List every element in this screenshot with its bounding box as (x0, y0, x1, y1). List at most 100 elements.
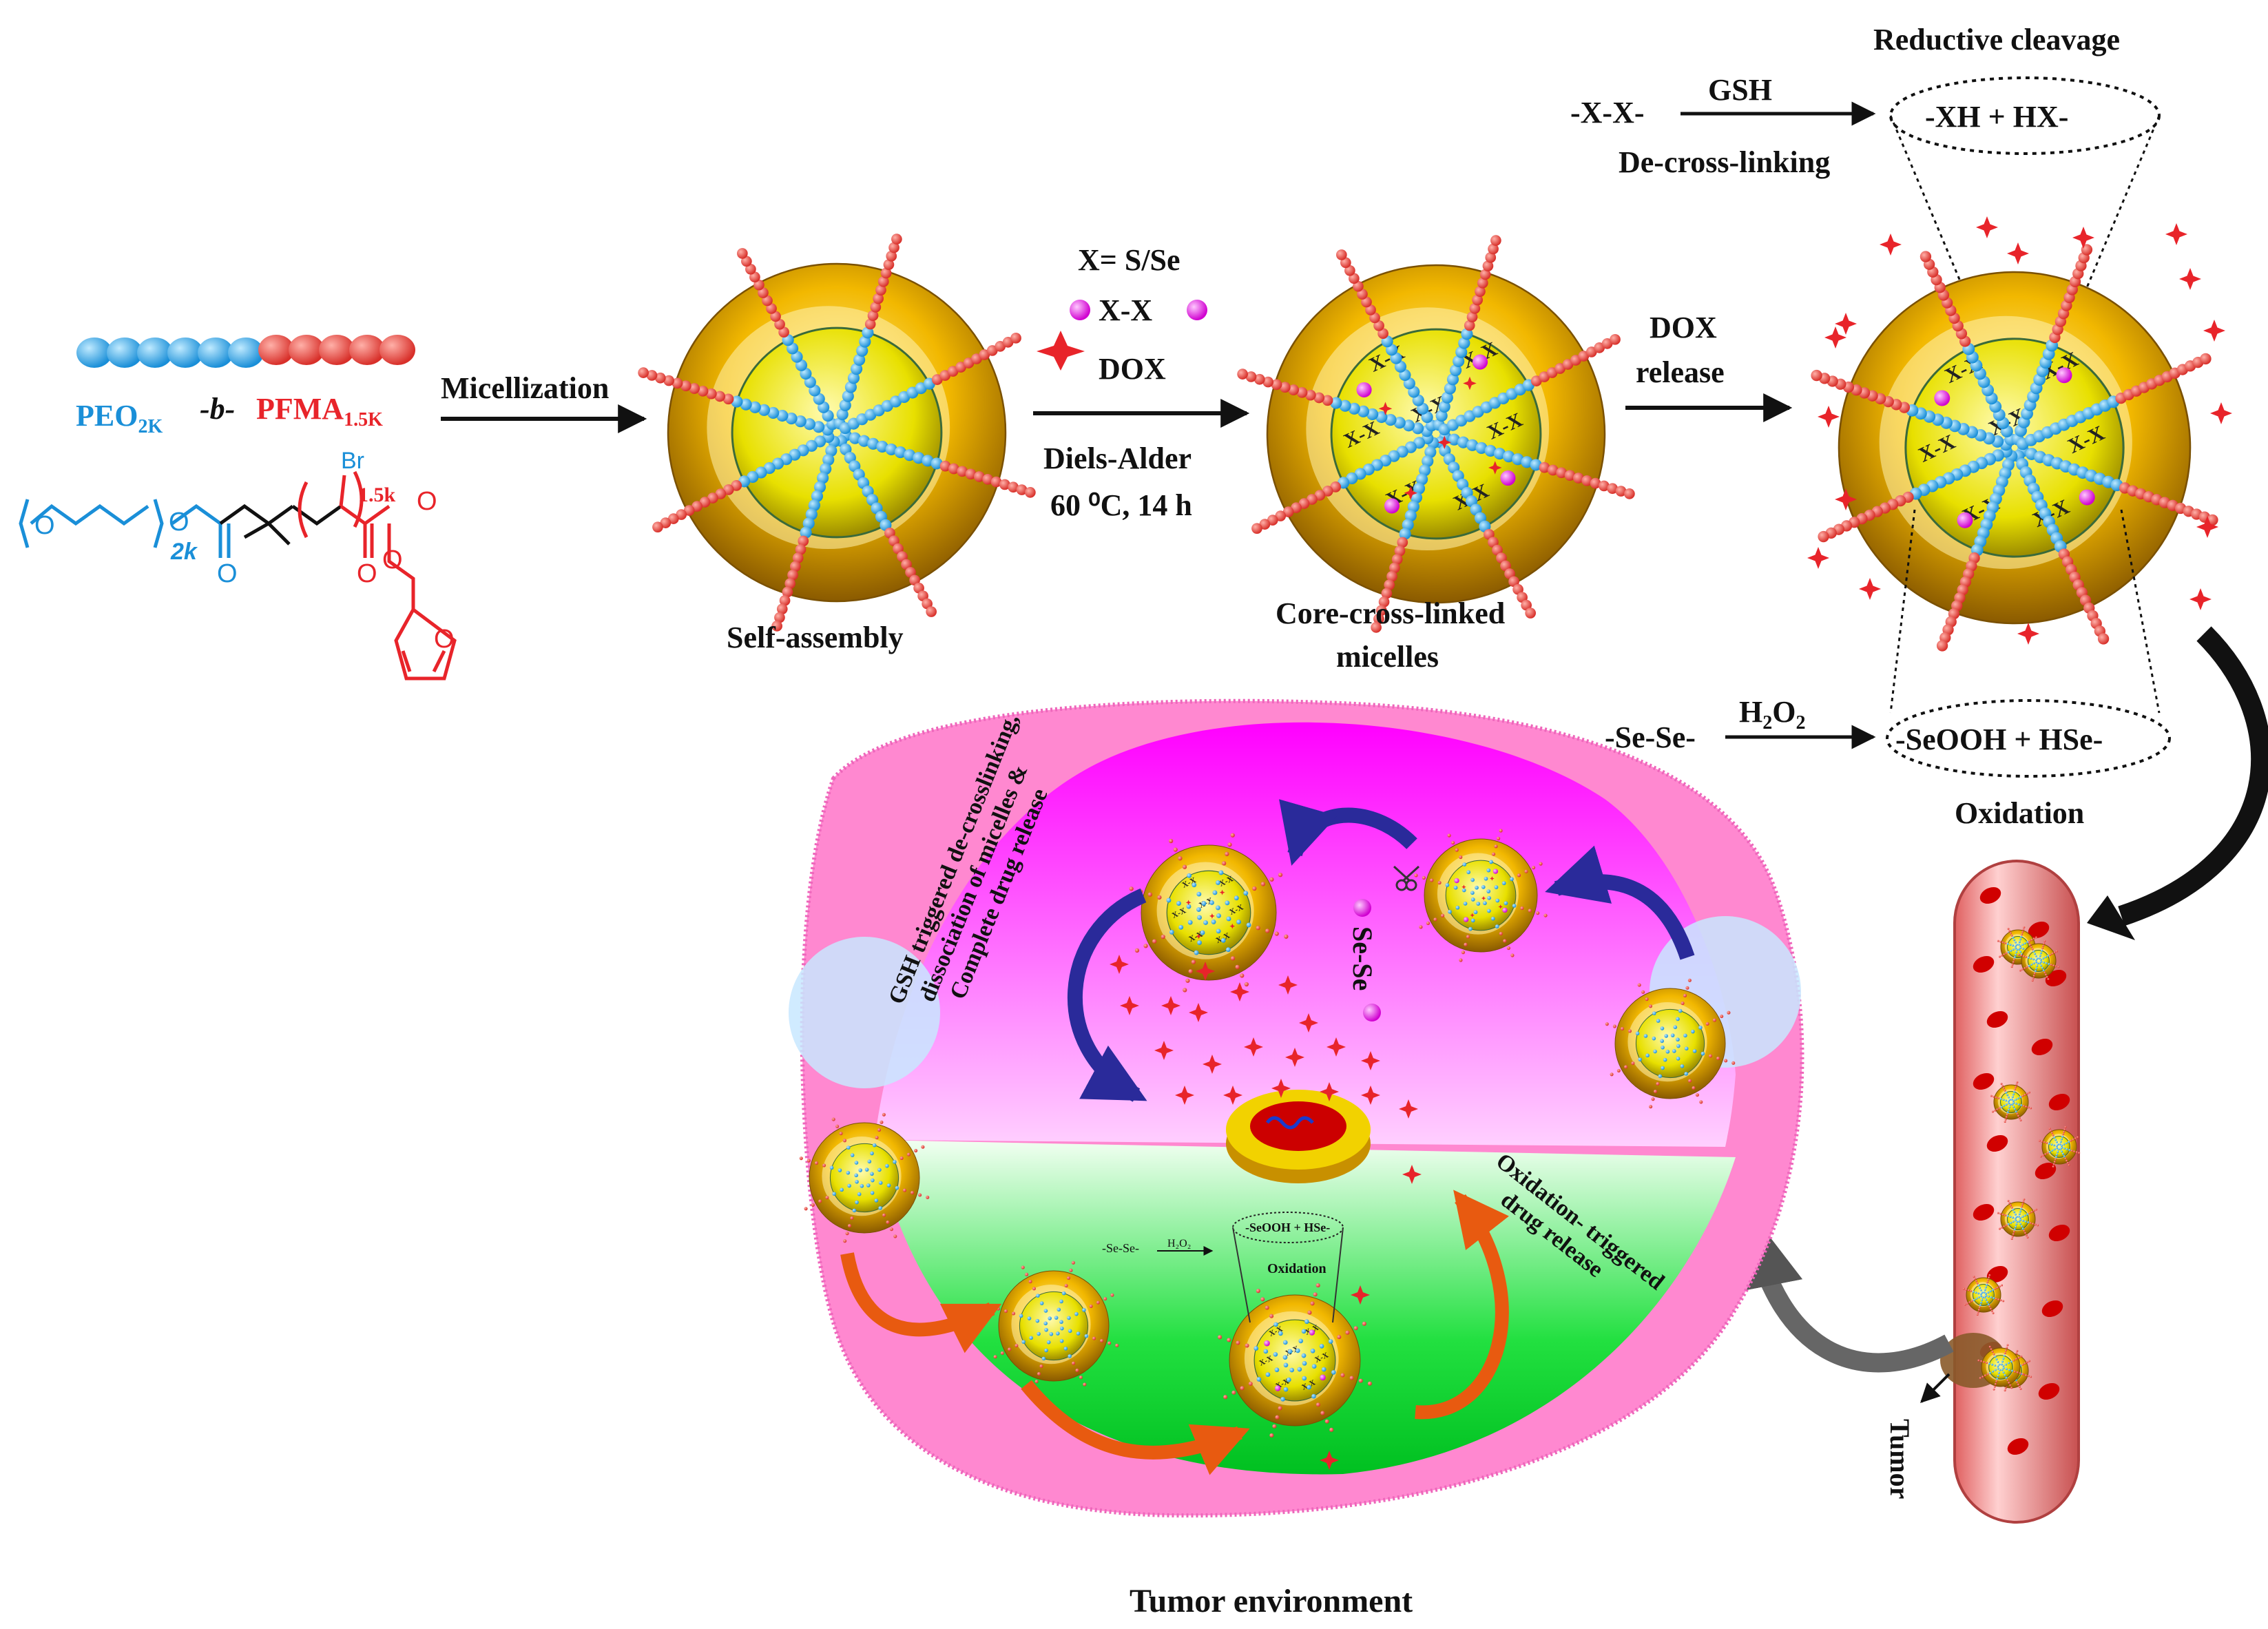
oxidation-reactant: -Se-Se- (1605, 720, 1696, 754)
dox-star-icon (1399, 1099, 1418, 1119)
dox-star-icon (1320, 1451, 1339, 1470)
peo-bead (167, 338, 203, 368)
transfer-arrow (1279, 799, 1417, 866)
dox-star-icon (1818, 406, 1840, 428)
red-blood-cell (1986, 1265, 2008, 1283)
dox-star-icon (1835, 313, 1857, 335)
red-blood-cell (1986, 1134, 2008, 1152)
pfma-bead (319, 335, 355, 365)
extravasation-arrow (1727, 1211, 1954, 1373)
core-cross-linked-micelle: X-XX-XX-XX-XX-XX-XX-X (1237, 235, 1635, 633)
dox-star-icon (2007, 242, 2029, 264)
peo-bead (198, 338, 233, 368)
release-arrow (1068, 888, 1147, 1102)
structure-2k: 2k (170, 539, 198, 565)
red-blood-cell (2031, 1038, 2053, 1056)
oxidation-title: Oxidation (1955, 796, 2084, 830)
dox-star-icon (1223, 1086, 1242, 1105)
dox-release-label-1: DOX (1650, 311, 1717, 344)
dox-release-label-2: release (1636, 355, 1725, 389)
oxidation-product: -SeOOH + HSe- (1895, 723, 2103, 756)
peo-bead (137, 338, 173, 368)
structure-o-2: O (169, 508, 189, 537)
red-blood-cell (1973, 1072, 1995, 1090)
reductive-cleavage-title: Reductive cleavage (1873, 23, 2120, 56)
red-blood-cell (2048, 1093, 2070, 1111)
dox-star-icon (1209, 913, 1215, 919)
dox-star-icon (1378, 402, 1393, 416)
cell-micelles: X-XX-XX-XX-XX-XX-XX-XX-XX-XX-XX-XX-XX-XX… (789, 829, 1801, 1438)
dox-star-icon (2196, 516, 2218, 538)
uptake-arrow-orange (840, 1252, 1002, 1353)
dox-star-icon (2165, 223, 2187, 245)
pfma-bead (379, 335, 415, 365)
dox-star-icon (1404, 486, 1418, 500)
red-blood-cell (1973, 1203, 1995, 1221)
dox-star-icon (2189, 588, 2212, 610)
de-cross-linking-label: De-cross-linking (1619, 145, 1830, 179)
scissors-icon (1393, 865, 1420, 891)
dox-star-icon (2072, 227, 2094, 249)
structure-o-4: O (417, 487, 437, 516)
dox-star-icon (1320, 1082, 1339, 1101)
dox-star-icon (1463, 376, 1477, 391)
red-blood-cell (2041, 1300, 2063, 1318)
self-assembly-label: Self-assembly (727, 621, 904, 654)
red-blood-cell (2007, 1438, 2029, 1455)
oxidation-product-ellipse (1886, 699, 2171, 778)
dox-star-icon (1299, 1013, 1318, 1033)
dox-star-icon (2203, 320, 2225, 342)
dox-star-icon (1402, 1165, 1422, 1184)
core-cross-linked-label: Core-cross-linked (1276, 596, 1505, 630)
tumor-label: Tumor (1884, 1419, 1915, 1499)
uptake-arrow (1545, 845, 1695, 960)
dox-star-icon (1807, 547, 1829, 569)
self-assembled-micelle (638, 234, 1036, 632)
diels-alder-label: Diels-Alder (1043, 442, 1192, 475)
transfer-arrow-orange (1021, 1380, 1250, 1475)
structure-br: Br (341, 448, 364, 474)
dox-star-icon (1859, 578, 1881, 600)
dox-star-icon (1196, 933, 1202, 940)
dox-star-icon (1361, 1086, 1380, 1105)
dox-star-icon (1203, 1055, 1222, 1074)
zoom-line (1232, 1227, 1251, 1323)
dox-star-icon (1880, 234, 1902, 256)
dox-star-icon (2179, 268, 2201, 290)
dox-star-icon (1361, 1051, 1380, 1070)
pink-dot-icon (1070, 300, 1090, 320)
conditions-label: 60 ⁰C, 14 h (1050, 488, 1192, 522)
reduction-reactant: -X-X- (1570, 96, 1645, 129)
red-blood-cell (1979, 886, 2001, 904)
structure-o-1: O (34, 511, 55, 540)
red-blood-cell (2028, 921, 2050, 939)
zoom-line (1332, 1227, 1344, 1323)
mini-product: -SeOOH + HSe- (1245, 1221, 1330, 1234)
dox-star-icon (1470, 913, 1475, 917)
release-arrow-orange (1415, 1190, 1509, 1420)
micelles-label: micelles (1336, 640, 1439, 674)
peo-bead (107, 338, 143, 368)
h2o2-reagent: H2O2 (1739, 695, 1805, 734)
vessel-contents (1940, 886, 2081, 1455)
block-separator: -b- (200, 392, 235, 426)
red-blood-cell (2048, 1224, 2070, 1242)
dox-star-icon (1437, 435, 1452, 450)
cell-dox-stars (1110, 955, 1422, 1470)
dox-star-icon (1175, 1086, 1194, 1105)
dox-star-icon (1835, 488, 1857, 510)
dox-star-icon (1037, 331, 1085, 371)
dox-star-icon (1327, 1037, 1346, 1057)
dox-star-icon (1278, 975, 1298, 995)
pink-dot-icon (1187, 300, 1207, 320)
curved-arrow-head (2087, 895, 2135, 940)
pfma-bead (258, 335, 294, 365)
red-blood-cell (2045, 969, 2067, 987)
red-blood-cell (1986, 1010, 2008, 1028)
gsh-reagent: GSH (1708, 73, 1772, 107)
structure-o-furan: O (434, 625, 455, 654)
mini-reactant: -Se-Se- (1102, 1241, 1139, 1255)
dox-star-icon (1110, 955, 1129, 974)
released-dox-stars (1807, 216, 2232, 645)
